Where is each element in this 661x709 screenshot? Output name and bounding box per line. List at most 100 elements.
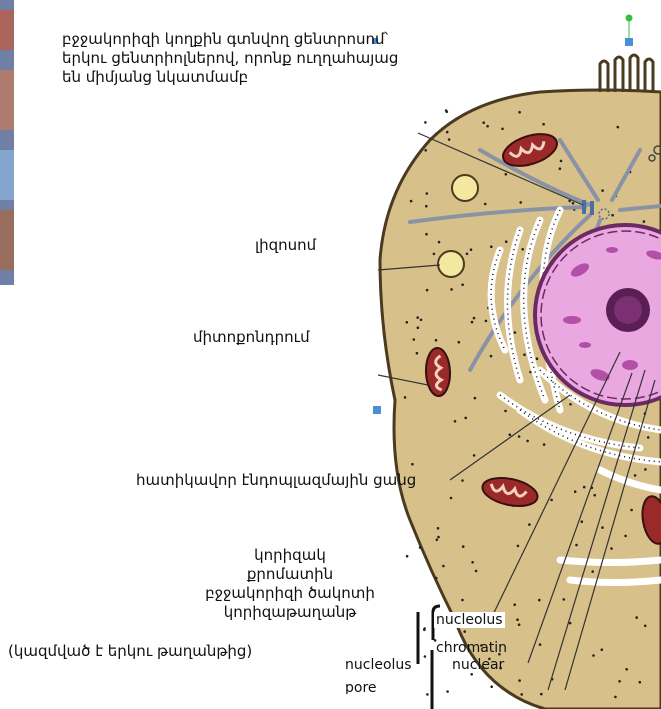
ribosome-dot <box>436 539 439 542</box>
ribosome-dot <box>540 693 543 696</box>
ribosome-dot <box>475 570 478 573</box>
ribosome-dot <box>490 355 493 358</box>
embedded-nuclear-label: nuclear <box>452 657 504 673</box>
ribosome-dot <box>536 357 539 360</box>
centrosome-label: բջջակորիզի կողքին գտնվող ցենտրոսոմ՝ երկո… <box>62 30 398 87</box>
ribosome-dot <box>625 668 628 671</box>
ribosome-dot <box>583 486 586 489</box>
centrosome-label-line1: բջջակորիզի կողքին գտնվող ցենտրոսոմ՝ <box>62 30 398 49</box>
ribosome-dot <box>575 544 578 547</box>
ribosome-dot <box>474 397 477 400</box>
ribosome-dot <box>569 403 572 406</box>
ribosome-dot <box>518 679 521 682</box>
ribosome-dot <box>517 545 520 548</box>
embedded-pore-label: pore <box>345 680 377 694</box>
ribosome-dot <box>442 565 445 568</box>
ribosome-dot <box>437 527 440 530</box>
embedded-nucleolus-clipped-label: nucleolus <box>345 657 412 673</box>
ribosome-dot <box>601 526 604 529</box>
nuclear-envelope-label: կորիզաթաղանթ <box>195 603 385 622</box>
ribosome-dot <box>411 463 414 466</box>
ribosome-dot <box>438 241 441 244</box>
ribosome-dot <box>539 643 542 646</box>
ribosome-dot <box>461 283 464 286</box>
rough-er-label: հատիկավոր էնդոպլազմային ցանց <box>136 471 416 490</box>
ribosome-dot <box>490 245 493 248</box>
ribosome-dot <box>559 167 562 170</box>
ribosome-dot <box>574 490 577 493</box>
ribosome-dot <box>514 331 517 334</box>
ribosome-dot <box>618 680 621 683</box>
ribosome-dot <box>614 696 617 699</box>
ribosome-dot <box>501 128 504 131</box>
ribosome-dot <box>550 499 553 502</box>
ribosome-dot <box>569 622 572 625</box>
ribosome-dot <box>647 436 650 439</box>
ribosome-dot <box>486 125 489 128</box>
ribosome-dot <box>563 598 566 601</box>
ribosome-dot <box>644 468 647 471</box>
ribosome-dot <box>416 352 419 355</box>
ribosome-dot <box>630 509 633 512</box>
ribosome-dot <box>410 200 413 203</box>
ribosome-dot <box>538 599 541 602</box>
ribosome-dot <box>470 248 473 251</box>
centrosome-label-line3: են միմյանց նկատմամբ <box>62 68 398 87</box>
ribosome-dot <box>413 338 416 341</box>
ribosome-dot <box>490 685 493 688</box>
ribosome-dot <box>611 214 614 217</box>
ribosome-dot <box>513 603 516 606</box>
ribosome-dot <box>406 321 409 324</box>
embedded-chromatin-label: chromatin <box>436 640 507 656</box>
ribosome-dot <box>417 326 420 329</box>
ribosome-dot <box>433 253 436 256</box>
ribosome-dot <box>518 435 521 438</box>
ribosome-dot <box>519 201 522 204</box>
ribosome-dot <box>450 497 453 500</box>
lysosome-label: լիզոսոմ <box>255 236 316 255</box>
ribosome-dot <box>505 240 508 243</box>
ribosome-dot <box>426 693 429 696</box>
nucleolus-label: կորիզակ <box>195 546 385 565</box>
ribosome-dot <box>520 693 523 696</box>
ribosome-dot <box>426 289 429 292</box>
ribosome-dot <box>518 111 521 114</box>
ribosome-dot <box>471 321 474 324</box>
ribosome-dot <box>644 625 647 628</box>
ribosome-dot <box>425 233 428 236</box>
ribosome-dot <box>639 681 642 684</box>
ribosome-dot <box>518 623 521 626</box>
ribosome-dot <box>416 316 419 319</box>
chromatin-label: քրոմատին <box>195 565 385 584</box>
ribosome-dot <box>482 121 485 124</box>
ribosome-dot <box>471 561 474 564</box>
ribosome-dot <box>572 202 575 205</box>
ribosome-dot <box>446 690 449 693</box>
mitochondrion-label: միտոքոնդրում <box>193 328 310 347</box>
ribosome-dot <box>425 205 428 208</box>
ribosome-dot <box>543 443 546 446</box>
left-image-strip <box>0 0 14 285</box>
ribosome-dot <box>610 547 613 550</box>
ribosome-dot <box>516 618 519 621</box>
ribosome-dot <box>528 523 531 526</box>
ribosome-dot <box>592 654 595 657</box>
nucleus-labels-group: կորիզակ քրոմատին բջջակորիզի ծակոտի կորիզ… <box>195 546 385 622</box>
ribosome-dot <box>424 149 427 152</box>
ribosome-dot <box>635 616 638 619</box>
ribosome-dot <box>470 673 473 676</box>
ribosome-dot <box>560 160 563 163</box>
ribosome-dot <box>435 339 438 342</box>
ribosome-dot <box>419 546 422 549</box>
embedded-nucleolus-label: nucleolus <box>434 612 505 628</box>
ribosome-dot <box>458 341 461 344</box>
ribosome-dot <box>424 655 427 658</box>
ribosome-dot <box>450 288 453 291</box>
ribosome-dot <box>593 494 596 497</box>
ribosome-dot <box>601 648 604 651</box>
ribosome-dot <box>542 123 545 126</box>
ribosome-dot <box>424 121 427 124</box>
ribosome-dot <box>454 420 457 423</box>
ribosome-dot <box>461 599 464 602</box>
